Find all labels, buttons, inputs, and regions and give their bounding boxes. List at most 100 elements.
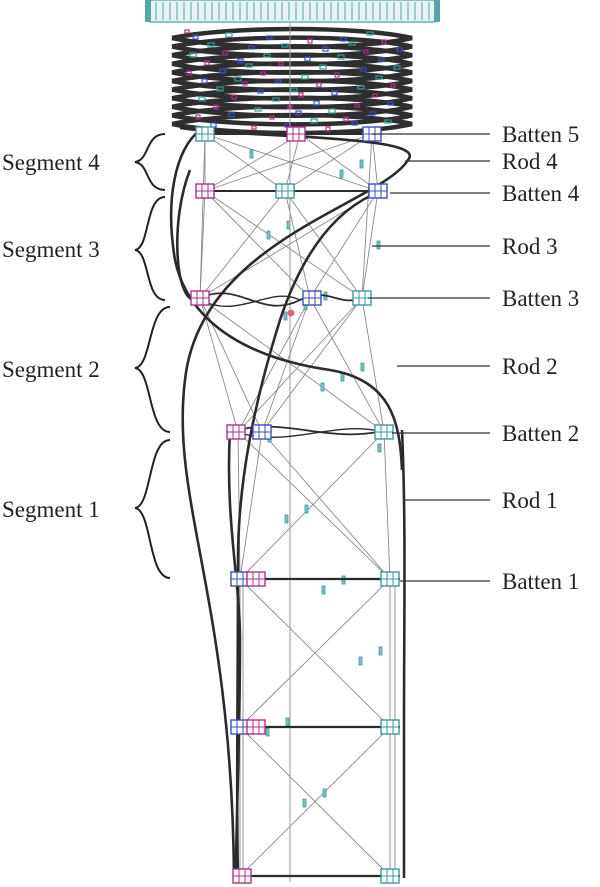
coil-marker [242, 81, 248, 86]
coil-marker [328, 108, 336, 114]
cable [284, 190, 311, 299]
joint-node [246, 719, 266, 735]
cable [309, 190, 379, 299]
coil-marker [231, 94, 237, 100]
cable [361, 190, 379, 299]
batten-5-label: Batten 5 [502, 122, 579, 147]
joint-node [226, 424, 246, 440]
coil-marker [316, 82, 322, 88]
coil-marker [281, 43, 289, 48]
coil-marker [216, 86, 224, 92]
coil-marker [295, 110, 302, 116]
coil-marker [257, 89, 264, 94]
rods [169, 126, 412, 879]
coil-marker [301, 74, 309, 80]
coil-marker [331, 90, 338, 96]
coil-marker [275, 79, 282, 84]
cable [204, 133, 286, 192]
cable [284, 133, 373, 192]
coil-marker [222, 50, 228, 56]
coil-marker [351, 121, 358, 126]
rod-4 [179, 126, 412, 879]
coil-marker [319, 64, 327, 70]
coil-stack [171, 26, 413, 136]
coil-marker [204, 60, 210, 66]
coil-marker [225, 32, 233, 38]
coil-marker [192, 34, 199, 40]
coil-marker [354, 103, 360, 108]
coil-marker [372, 93, 378, 98]
coil-marker [245, 63, 253, 68]
coil-marker [213, 104, 219, 110]
batten-1-label: Batten 1 [502, 569, 579, 594]
rod-3-label: Rod 3 [502, 234, 558, 259]
coil-marker [272, 97, 280, 102]
joint-node [286, 126, 306, 142]
coil-marker [304, 56, 311, 62]
coil-marker [387, 101, 394, 106]
joint-node [230, 571, 250, 587]
cable-marker [360, 362, 365, 372]
coil-marker [340, 36, 347, 42]
joint-node [232, 868, 252, 884]
coil-marker [201, 78, 208, 84]
coil-marker [248, 45, 255, 50]
coil-marker [260, 71, 266, 76]
cable [239, 578, 391, 728]
cable [237, 431, 241, 580]
cable-marker [378, 646, 383, 656]
joint-node [246, 571, 266, 587]
coil-marker [234, 76, 242, 82]
cable [284, 133, 301, 192]
cable [284, 190, 363, 299]
joint-node [374, 424, 394, 440]
coil-marker [278, 61, 284, 66]
joint-node [368, 183, 388, 199]
joint-node [190, 290, 210, 306]
joint-node [252, 424, 272, 440]
cable-marker [376, 240, 381, 250]
cable [199, 190, 286, 299]
coil-marker [334, 72, 340, 78]
cable [383, 431, 391, 580]
coil-marker [384, 119, 392, 124]
coil-marker [184, 29, 190, 34]
coil-marker [337, 54, 345, 60]
segment-3-brace [134, 196, 166, 301]
segment-4-label: Segment 4 [2, 150, 100, 175]
coil-marker [189, 52, 197, 58]
joint-node [380, 719, 400, 735]
batten-labels: Batten 5 Batten 4 Batten 3 Batten 2 Batt… [502, 122, 580, 594]
batten-3-bar-b [199, 295, 301, 308]
rod-1 [400, 429, 406, 878]
cable-marker [304, 504, 309, 514]
segment-3-label: Segment 3 [2, 237, 100, 262]
segment-1-brace [134, 439, 171, 579]
coil-marker [186, 70, 192, 76]
cable [299, 133, 379, 192]
coil-marker [269, 115, 275, 120]
joint-node [380, 868, 400, 884]
cable [261, 297, 311, 433]
cable-marker [339, 169, 344, 179]
cable [237, 297, 311, 433]
cable [361, 297, 385, 433]
cable-marker [266, 230, 271, 240]
cable-marker [249, 149, 254, 159]
coil-marker [228, 112, 235, 118]
coil-marker [393, 65, 401, 70]
cable [239, 431, 263, 580]
coil-marker [266, 35, 273, 40]
joint-node [195, 183, 215, 199]
segment-4-brace [134, 133, 166, 191]
coil-marker [375, 75, 383, 80]
rod-2-left [176, 169, 196, 302]
cable [237, 431, 391, 580]
coil-marker [254, 107, 262, 112]
joint-node [380, 571, 400, 587]
cable-marker [377, 443, 382, 453]
coil-marker [396, 47, 403, 52]
coil-marker [343, 116, 349, 122]
coil-marker [195, 114, 201, 120]
